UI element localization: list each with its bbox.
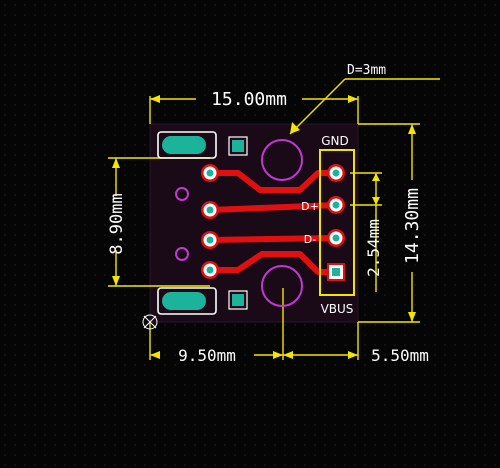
header-pin-gnd xyxy=(327,164,345,182)
usb-pad-4 xyxy=(201,261,219,279)
mounting-hole-bottom xyxy=(261,265,303,307)
usb-connector xyxy=(157,131,248,315)
usb-signal-pads xyxy=(201,164,219,279)
hole-offset-right-label: 5.50mm xyxy=(371,346,429,365)
usb-pin-span-label: 8.90mm xyxy=(107,193,127,254)
mounting-hole-top xyxy=(261,139,303,181)
dimension-arrowheads xyxy=(112,95,416,359)
shield-pad-bottom-outline xyxy=(157,287,217,315)
pin-label-d-plus: D+ xyxy=(301,200,319,213)
mount-pad-top xyxy=(232,140,244,152)
mount-pad-top-outline xyxy=(228,136,248,156)
header-pin-d-plus xyxy=(327,196,345,214)
board-width-label: 15.00mm xyxy=(211,89,287,110)
trace-d-minus xyxy=(209,235,337,243)
origin-marker-icon xyxy=(142,314,158,330)
trace-d-plus xyxy=(209,202,337,213)
hole-offset-left-label: 9.50mm xyxy=(178,346,236,365)
pin-label-d-minus: D- xyxy=(304,233,316,246)
pin-label-vbus: VBUS xyxy=(321,302,354,316)
shield-pad-top-outline xyxy=(157,131,217,159)
board-outline xyxy=(149,123,359,323)
usb-pad-1 xyxy=(201,164,219,182)
hole-diameter-label: D=3mm xyxy=(347,63,386,78)
header-outline xyxy=(319,149,355,296)
mount-pad-bottom xyxy=(232,294,244,306)
shield-pad-top xyxy=(162,136,206,154)
locating-hole-bottom xyxy=(175,247,189,261)
locating-hole-top xyxy=(175,187,189,201)
usb-pad-3 xyxy=(201,231,219,249)
usb-pad-2 xyxy=(201,201,219,219)
header-pin-vbus xyxy=(327,263,345,281)
pin-header xyxy=(319,149,355,296)
header-pitch-label: 2.54mm xyxy=(364,219,383,277)
pin-label-gnd: GND xyxy=(321,134,349,148)
header-pin-d-minus xyxy=(327,229,345,247)
mount-pad-bottom-outline xyxy=(228,290,248,310)
shield-pad-bottom xyxy=(162,292,206,310)
board-height-label: 14.30mm xyxy=(402,188,423,264)
